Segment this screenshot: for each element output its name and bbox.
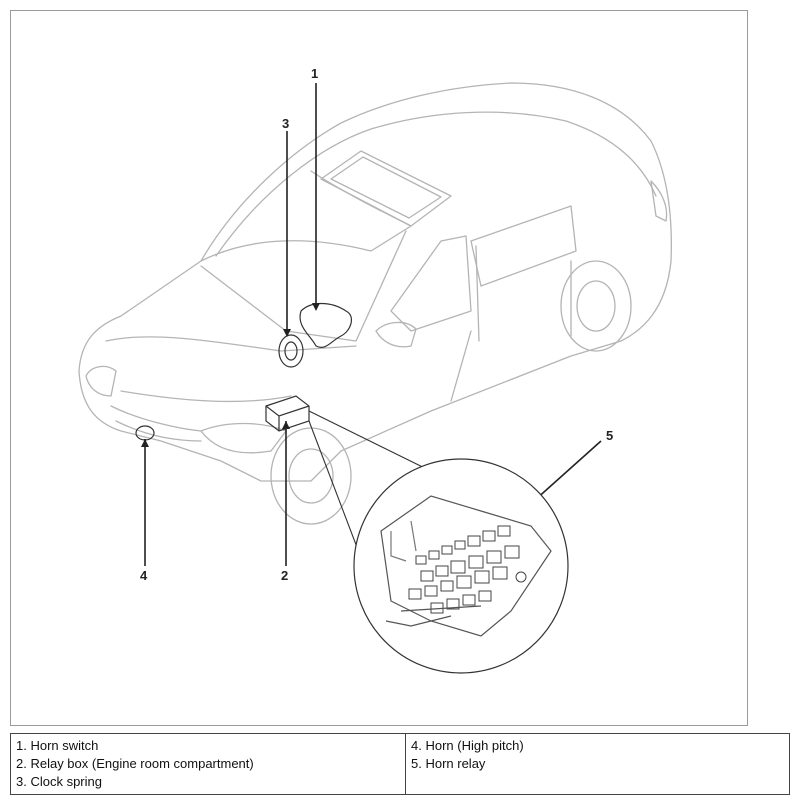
- legend-item-clock-spring: 3. Clock spring: [16, 774, 102, 789]
- rear-wheel-hub: [576, 280, 616, 332]
- sunroof-outer: [320, 150, 452, 227]
- legend-table: 1. Horn switch 2. Relay box (Engine room…: [10, 733, 790, 795]
- car-roof: [215, 111, 657, 257]
- sunroof-inner: [330, 156, 442, 219]
- legend-right-column: 4. Horn (High pitch) 5. Horn relay: [405, 733, 790, 795]
- side-mirror: [375, 321, 417, 348]
- hood-line: [105, 336, 357, 352]
- headlight-right: [200, 422, 287, 454]
- legend-item-relay-box: 2. Relay box (Engine room compartment): [16, 756, 254, 771]
- legend-item-horn-switch: 1. Horn switch: [16, 738, 99, 753]
- diagram-frame: 1 3 5 4 2: [10, 10, 748, 726]
- car-diagram: [78, 82, 672, 674]
- front-wheel-hub: [288, 448, 334, 504]
- rear-light: [650, 180, 668, 222]
- callout-3: 3: [282, 116, 290, 131]
- windshield-lower: [200, 230, 407, 342]
- door-line: [450, 245, 572, 402]
- headlight-left: [85, 365, 117, 397]
- grille: [110, 405, 202, 442]
- callout-5: 5: [606, 428, 614, 443]
- legend-item-horn-relay: 5. Horn relay: [411, 756, 486, 771]
- car-body-outline: [78, 82, 672, 482]
- front-side-window: [390, 235, 472, 332]
- callout-2: 2: [281, 568, 289, 583]
- callout-4: 4: [140, 568, 148, 583]
- legend-item-horn: 4. Horn (High pitch): [411, 738, 524, 753]
- rear-wheel: [560, 260, 632, 352]
- relay-box-detail: [353, 458, 569, 674]
- rear-side-window: [470, 205, 577, 287]
- hood-crease: [120, 390, 292, 403]
- callout-1: 1: [311, 66, 319, 81]
- legend-left-column: 1. Horn switch 2. Relay box (Engine room…: [10, 733, 406, 795]
- front-wheel: [270, 427, 352, 525]
- clock-spring-shape: [278, 334, 304, 368]
- horn-switch-shape: [299, 302, 353, 348]
